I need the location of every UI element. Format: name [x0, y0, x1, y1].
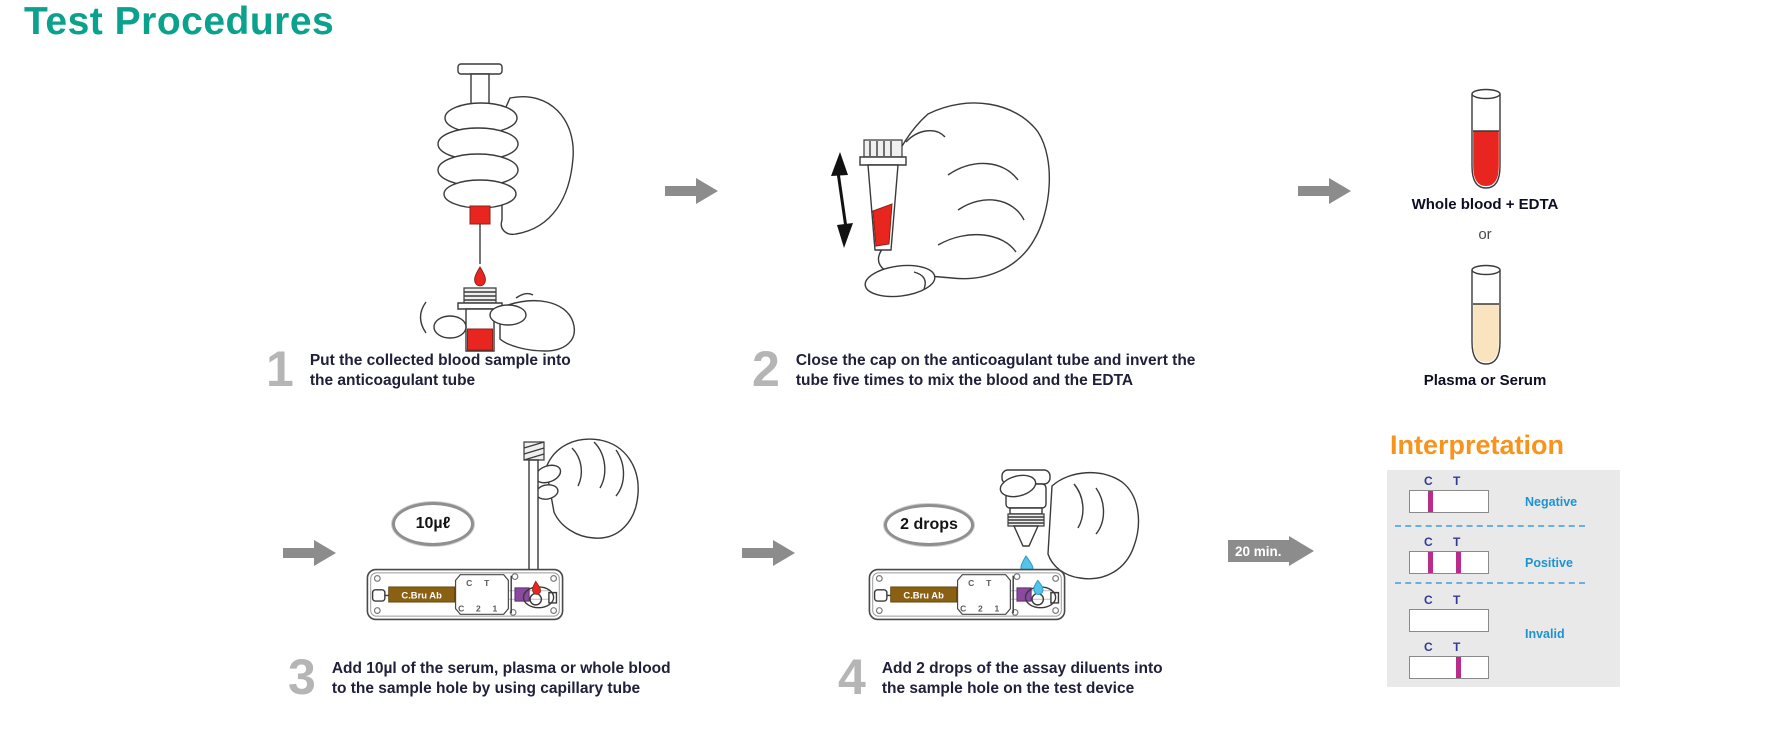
diluent-drop-icon [1034, 580, 1043, 594]
cassette-ct-letters: C T [968, 578, 996, 588]
control-line [1428, 552, 1433, 573]
cassette-brand-label: C.Bru Ab [903, 589, 944, 600]
syringe-plunger [458, 64, 502, 74]
step-text: Add 10µl of the serum, plasma or whole b… [331, 660, 671, 698]
thumb [998, 472, 1038, 500]
test-cassette-step4: C.Bru Ab C T C 2 1 [868, 568, 1066, 621]
volume-badge: 10µℓ [392, 502, 474, 546]
test-cassette-step3: C.Bru Ab C T C 2 1 [366, 568, 564, 621]
step-number: 3 [288, 649, 316, 705]
strip-invalid-blank [1409, 609, 1489, 632]
dropper-nozzle [1014, 526, 1038, 546]
squeezing-hand [1048, 473, 1138, 579]
step2-caption: 2 Close the cap on the anticoagulant tub… [752, 341, 1196, 397]
letter-t: T [1453, 640, 1461, 654]
strip-positive [1409, 551, 1489, 574]
step-text: Add 2 drops of the assay diluents into t… [881, 660, 1163, 698]
invert-arrow-icon [831, 152, 853, 248]
motion-arc [421, 302, 427, 333]
step-text: Put the collected blood sample into the … [309, 352, 571, 390]
pinching-hand [874, 103, 1049, 279]
step-number: 4 [838, 649, 866, 705]
result-label-negative: Negative [1525, 495, 1578, 509]
syringe-blood-tip [470, 206, 490, 224]
letter-t: T [1453, 474, 1461, 488]
cassette-c21-letters: C 2 1 [960, 603, 1004, 613]
step3-hand-capillary [512, 430, 642, 580]
test-line [1456, 657, 1461, 678]
step4-hand-dropper [990, 466, 1140, 601]
tube-blood [468, 329, 493, 350]
step-text: Close the cap on the anticoagulant tube … [795, 352, 1196, 390]
letter-t: T [1453, 535, 1461, 549]
upper-hand [501, 97, 573, 235]
flow-arrow-icon [1298, 176, 1352, 206]
step1-illustration-blood-into-tube [368, 58, 593, 358]
strip-letters: C T [1409, 593, 1487, 607]
step4-caption: 4 Add 2 drops of the assay diluents into… [838, 649, 1187, 705]
flow-arrow-icon [665, 176, 719, 206]
step-number: 2 [752, 341, 780, 397]
test-line [1456, 552, 1461, 573]
strip-letters: C T [1409, 535, 1487, 549]
step1-caption: 1 Put the collected blood sample into th… [266, 341, 595, 397]
result-label-positive: Positive [1525, 556, 1573, 570]
strip-negative [1409, 490, 1489, 513]
blood-drop-icon [533, 581, 541, 594]
flow-arrow-icon [283, 538, 337, 568]
strip-letters: C T [1409, 640, 1487, 654]
blood-drop-icon [475, 267, 486, 286]
interpretation-panel: C T Negative C T Positive C T Invalid C … [1387, 470, 1620, 687]
whole-blood-label: Whole blood + EDTA [1411, 196, 1559, 213]
letter-c: C [1424, 593, 1433, 607]
page-title: Test Procedures [24, 0, 335, 43]
whole-blood-tube [1466, 86, 1506, 192]
cassette-brand-label: C.Bru Ab [401, 589, 442, 600]
cassette-brand-bar [389, 587, 455, 602]
timer-arrow: 20 min. [1228, 536, 1314, 566]
cassette-c21-letters: C 2 1 [458, 603, 502, 613]
thumb [434, 316, 466, 338]
cassette-ct-letters: C T [466, 578, 494, 588]
plasma-label: Plasma or Serum [1423, 372, 1547, 389]
step2-illustration-invert-tube [831, 80, 1053, 312]
or-label: or [1478, 226, 1492, 243]
pinching-hand [546, 439, 638, 538]
strip-letters: C T [1409, 474, 1487, 488]
flow-arrow-icon [742, 538, 796, 568]
capillary-tube [529, 460, 538, 574]
blood-liquid [1473, 131, 1499, 186]
step-number: 1 [266, 341, 294, 397]
letter-c: C [1424, 474, 1433, 488]
timer-label: 20 min. [1235, 543, 1282, 559]
cassette-brand-bar [891, 587, 957, 602]
result-label-invalid: Invalid [1525, 627, 1565, 641]
letter-c: C [1424, 640, 1433, 654]
control-line [1428, 491, 1433, 512]
dashed-separator [1395, 582, 1585, 584]
plasma-tube [1466, 262, 1506, 368]
strip-invalid-tonly [1409, 656, 1489, 679]
letter-c: C [1424, 535, 1433, 549]
dashed-separator [1395, 525, 1585, 527]
volume-badge-label: 10µℓ [415, 515, 451, 532]
arrow-head-icon [1288, 536, 1314, 566]
drops-badge-label: 2 drops [900, 516, 958, 533]
tube-blood [873, 204, 892, 246]
interpretation-heading: Interpretation [1390, 430, 1565, 460]
step3-caption: 3 Add 10µl of the serum, plasma or whole… [288, 649, 687, 705]
plasma-liquid [1473, 304, 1499, 362]
drops-badge: 2 drops [884, 504, 974, 546]
letter-t: T [1453, 593, 1461, 607]
